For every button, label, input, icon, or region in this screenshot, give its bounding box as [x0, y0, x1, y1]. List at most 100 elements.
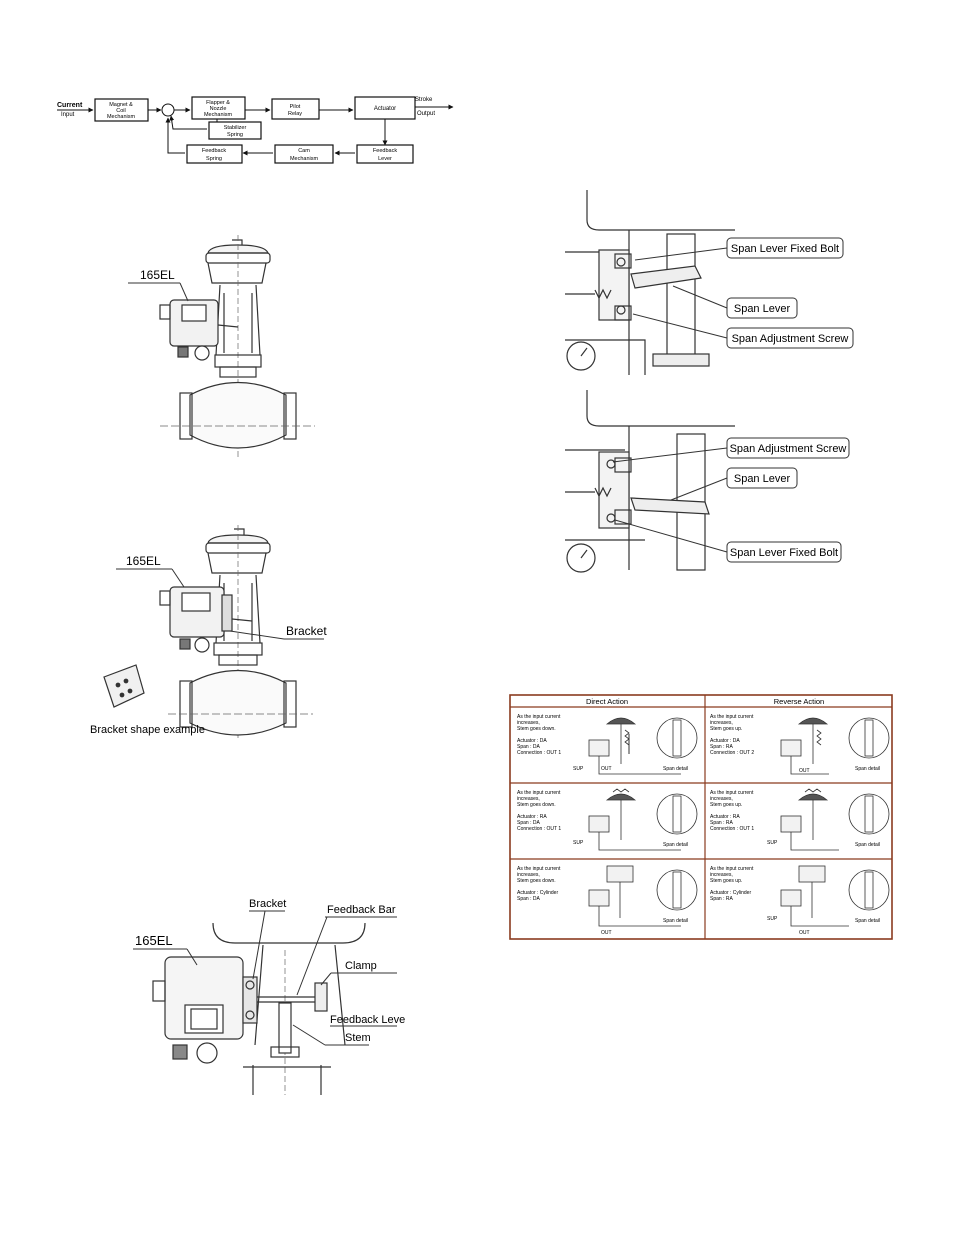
out-label-5: OUT — [601, 930, 612, 936]
action-cell-2: As the input current increases, Stem goe… — [710, 714, 754, 756]
svg-text:Connection : OUT 1: Connection : OUT 1 — [517, 750, 561, 756]
linkage-model-label: 165EL — [135, 933, 173, 948]
block-actuator: Actuator — [354, 96, 416, 120]
input-label-top: Current — [57, 102, 83, 109]
action-cell-6: As the input current increases, Stem goe… — [710, 866, 754, 902]
svg-text:Span : DA: Span : DA — [517, 744, 540, 750]
svg-text:Magnet &: Magnet & — [109, 102, 133, 108]
span-detail-circle-4 — [848, 793, 890, 835]
svg-text:Stem goes up.: Stem goes up. — [710, 878, 742, 884]
linkage-feedback-lever-label: Feedback Lever — [330, 1014, 405, 1026]
valve-bracket-model-label: 165EL — [126, 554, 161, 568]
mini-diagram-2 — [780, 717, 829, 775]
svg-text:Span : RA: Span : RA — [710, 744, 733, 750]
block-feedback-lever: Feedback Lever — [356, 144, 414, 164]
mini-diagram-6 — [780, 865, 849, 927]
svg-text:increases,: increases, — [710, 872, 733, 878]
span-detail-circle-2 — [848, 717, 890, 759]
block-diagram-svg: Current Input Stroke Output Magnet & Coi… — [57, 96, 454, 164]
bracket-label: Bracket — [286, 624, 327, 638]
svg-text:Stabilizer: Stabilizer — [224, 125, 247, 131]
sup-label-6: SUP — [767, 916, 778, 922]
svg-text:Spring: Spring — [227, 132, 243, 138]
action-cell-1: As the input current increases, Stem goe… — [517, 714, 561, 756]
mini-diagram-1 — [588, 717, 681, 775]
linkage-figure: 165EL Bracket Feedback Bar Clamp Feedbac… — [125, 895, 409, 1100]
sup-label-3: SUP — [573, 840, 584, 846]
span-top-fixed-bolt-text: Span Lever Fixed Bolt — [731, 243, 839, 255]
span-detail-label-5: Span detail — [663, 918, 688, 924]
svg-text:Relay: Relay — [288, 111, 302, 117]
block-flapper: Flapper & Nozzle Mechanism — [191, 96, 246, 120]
span-bottom-fixed-bolt-text: Span Lever Fixed Bolt — [730, 547, 838, 559]
span-detail-circle-6 — [848, 869, 890, 911]
svg-text:Nozzle: Nozzle — [210, 106, 227, 112]
span-detail-label-2: Span detail — [855, 766, 880, 772]
svg-text:increases,: increases, — [517, 796, 540, 802]
svg-text:Spring: Spring — [206, 156, 222, 162]
linkage-clamp-label: Clamp — [345, 960, 377, 972]
input-label-bottom: Input — [61, 112, 75, 118]
action-cell-3: As the input current increases, Stem goe… — [517, 790, 561, 832]
valve-bracket-svg: 165EL Bracket Bracket shape example — [90, 525, 327, 740]
span-detail-circle-3 — [656, 793, 698, 835]
block-magnet: Magnet & Coil Mechanism — [94, 98, 149, 122]
svg-text:Coil: Coil — [116, 108, 125, 114]
valve-direct-model-label: 165EL — [140, 268, 175, 282]
linkage-feedback-bar-label: Feedback Bar — [327, 904, 396, 916]
svg-text:As the input current: As the input current — [710, 866, 754, 872]
span-bottom-figure: Span Adjustment Screw Span Lever Span Le… — [555, 390, 855, 575]
svg-text:Actuator : RA: Actuator : RA — [710, 814, 740, 820]
svg-text:Stem goes down.: Stem goes down. — [517, 726, 556, 732]
svg-text:Feedback: Feedback — [373, 148, 397, 154]
svg-text:Actuator: Actuator — [374, 106, 396, 112]
header-reverse-action: Reverse Action — [774, 697, 824, 706]
svg-text:Lever: Lever — [378, 156, 392, 162]
span-bottom-adjust-screw-text: Span Adjustment Screw — [730, 443, 847, 455]
svg-text:increases,: increases, — [517, 872, 540, 878]
svg-text:Span : RA: Span : RA — [710, 820, 733, 826]
span-detail-circle-1 — [656, 717, 698, 759]
action-cell-4: As the input current increases, Stem goe… — [710, 790, 754, 832]
block-cam-mechanism: Cam Mechanism — [274, 144, 334, 164]
svg-text:Actuator : RA: Actuator : RA — [517, 814, 547, 820]
svg-text:Feedback: Feedback — [202, 148, 226, 154]
callout-span-lever-fixed-bolt-top — [726, 237, 844, 259]
block-feedback-spring: Feedback Spring — [186, 144, 243, 164]
valve-direct-figure: 165EL — [120, 235, 360, 465]
out-label-2: OUT — [799, 768, 810, 774]
bracket-example-caption: Bracket shape example — [90, 724, 205, 736]
svg-text:Cam: Cam — [298, 148, 310, 154]
svg-text:Stem goes up.: Stem goes up. — [710, 802, 742, 808]
svg-text:increases,: increases, — [710, 720, 733, 726]
mini-diagram-4 — [780, 788, 839, 851]
svg-text:As the input current: As the input current — [710, 714, 754, 720]
svg-text:Actuator : Cylinder: Actuator : Cylinder — [517, 890, 558, 896]
action-cell-5: As the input current increases, Stem goe… — [517, 866, 561, 902]
span-detail-label-4: Span detail — [855, 842, 880, 848]
summing-junction — [161, 103, 175, 117]
mini-diagram-5 — [588, 865, 681, 927]
span-bottom-svg: Span Adjustment Screw Span Lever Span Le… — [565, 390, 850, 573]
svg-text:Span : DA: Span : DA — [517, 896, 540, 902]
svg-text:Connection : OUT 1: Connection : OUT 1 — [710, 826, 754, 832]
callout-span-adjustment-screw-top — [726, 327, 854, 349]
block-pilot-relay: Pilot Relay — [271, 98, 320, 120]
callout-span-adjustment-screw-bottom — [726, 437, 850, 459]
svg-text:As the input current: As the input current — [517, 790, 561, 796]
svg-text:Connection : OUT 2: Connection : OUT 2 — [710, 750, 754, 756]
sup-label-1: SUP — [573, 766, 584, 772]
svg-text:Span : DA: Span : DA — [517, 820, 540, 826]
span-detail-label-3: Span detail — [663, 842, 688, 848]
span-bottom-span-lever-text: Span Lever — [734, 473, 791, 485]
out-label-1: OUT — [601, 766, 612, 772]
svg-text:Stem goes down.: Stem goes down. — [517, 878, 556, 884]
callout-span-lever-fixed-bolt-bottom — [726, 541, 842, 563]
svg-text:Mechanism: Mechanism — [204, 112, 233, 118]
linkage-bracket-label: Bracket — [249, 898, 286, 910]
output-label-top: Stroke — [415, 97, 433, 103]
block-diagram: Current Input Stroke Output Magnet & Coi… — [55, 85, 465, 175]
span-top-svg: Span Lever Fixed Bolt Span Lever Span Ad… — [565, 190, 854, 375]
svg-text:Span : RA: Span : RA — [710, 896, 733, 902]
span-detail-label-6: Span detail — [855, 918, 880, 924]
